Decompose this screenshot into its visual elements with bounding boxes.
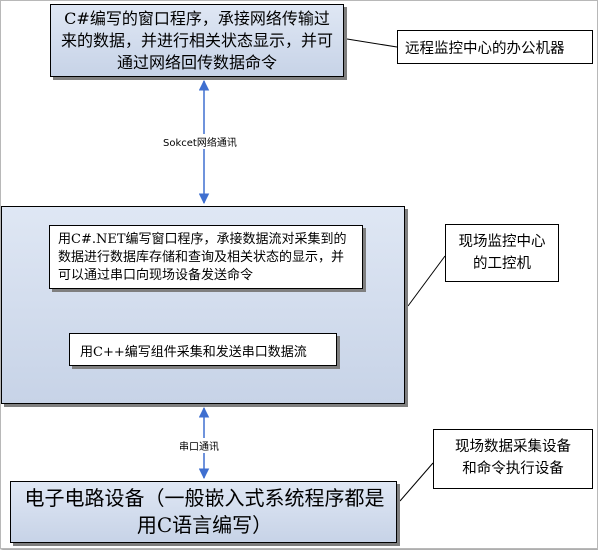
socket-label: Sokcet网络通讯 xyxy=(162,134,238,149)
note-device-line1: 现场数据采集设备 xyxy=(455,439,571,455)
cpp-component-box: 用C++编写组件采集和发送串口数据流 xyxy=(69,333,337,366)
note-site-line1: 现场监控中心 xyxy=(458,234,546,250)
note-field-device: 现场数据采集设备 和命令执行设备 xyxy=(433,429,593,489)
note-remote-leader xyxy=(346,38,398,48)
note-site-leader xyxy=(407,255,446,307)
remote-app-box: C#编写的窗口程序，承接网络传输过来的数据，并进行相关状态显示，并可通过网络回传… xyxy=(50,4,344,77)
serial-label: 串口通讯 xyxy=(178,438,220,453)
note-remote-office: 远程监控中心的办公机器 xyxy=(397,30,593,64)
cpp-component-text: 用C++编写组件采集和发送串口数据流 xyxy=(80,345,307,360)
note-remote-text: 远程监控中心的办公机器 xyxy=(405,41,565,57)
note-site-line2: 的工控机 xyxy=(473,256,531,272)
note-site-computer: 现场监控中心 的工控机 xyxy=(445,224,559,282)
note-device-leader xyxy=(399,462,434,502)
note-device-text: 现场数据采集设备 和命令执行设备 xyxy=(434,436,592,480)
note-device-line2: 和命令执行设备 xyxy=(462,461,564,477)
embedded-device-text: 电子电路设备（一般嵌入式系统程序都是用C语言编写） xyxy=(24,486,385,537)
note-site-text: 现场监控中心 的工控机 xyxy=(446,231,558,275)
dotnet-app-text: 用C#.NET编写窗口程序，承接数据流对采集到的数据进行数据库存储和查询及相关状… xyxy=(58,232,347,283)
dotnet-app-box: 用C#.NET编写窗口程序，承接数据流对采集到的数据进行数据库存储和查询及相关状… xyxy=(49,225,363,289)
remote-app-text: C#编写的窗口程序，承接网络传输过来的数据，并进行相关状态显示，并可通过网络回传… xyxy=(60,9,333,72)
embedded-device-box: 电子电路设备（一般嵌入式系统程序都是用C语言编写） xyxy=(10,481,397,543)
